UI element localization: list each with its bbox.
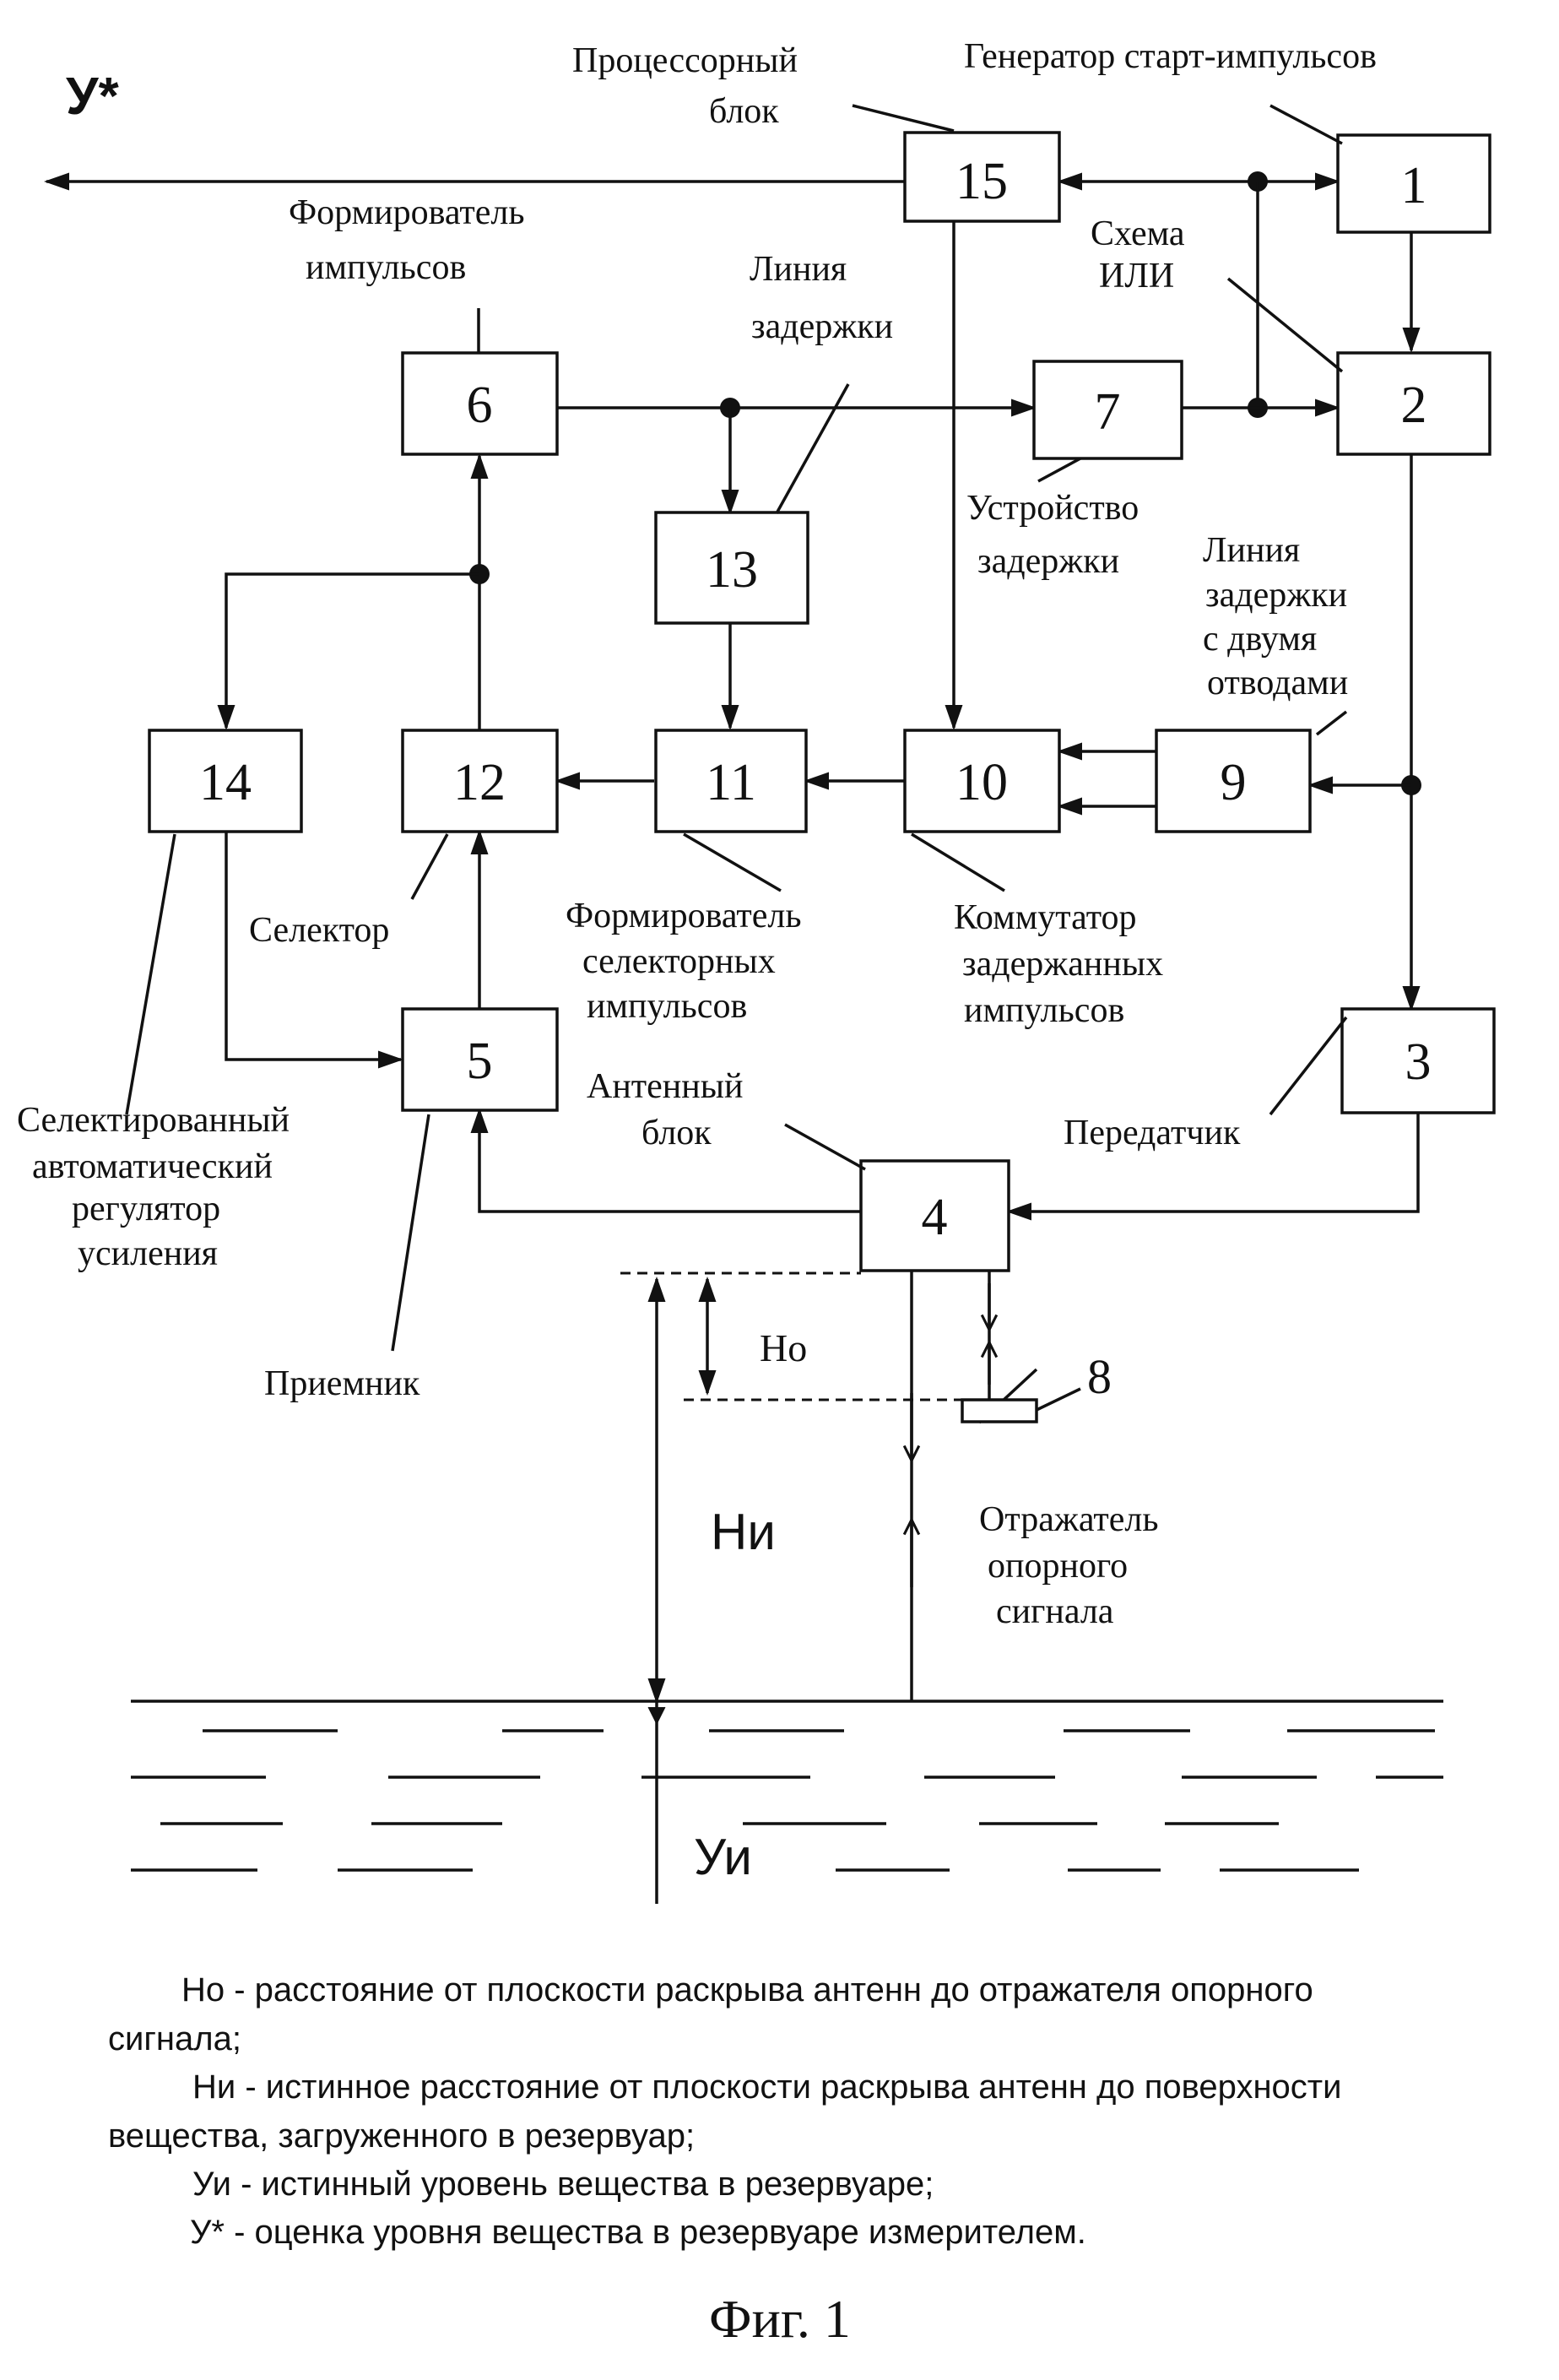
label-or-gate: ИЛИ	[1099, 257, 1174, 295]
label-h0: Hо	[760, 1326, 807, 1369]
liquid-hatching	[131, 1731, 1443, 1870]
label-selector-pulse-shaper: импульсов	[587, 987, 747, 1026]
label-pulse-shaper: импульсов	[306, 248, 466, 287]
wire-12-14	[226, 574, 479, 728]
svg-text:5: 5	[467, 1033, 493, 1090]
label-reflector: сигнала	[996, 1592, 1114, 1631]
figure-caption: Фиг. 1	[709, 2288, 851, 2350]
block-9: 9	[1156, 730, 1310, 832]
label-receiver: Приемник	[264, 1364, 420, 1403]
block-10: 10	[905, 730, 1059, 832]
label-selector-pulse-shaper: Формирователь	[566, 897, 802, 935]
svg-text:13: 13	[706, 541, 758, 599]
block-2: 2	[1338, 353, 1490, 454]
label-commutator: задержанных	[962, 945, 1163, 984]
label-transmitter: Передатчик	[1064, 1114, 1241, 1152]
legend-line: Уи - истинный уровень вещества в резерву…	[192, 2166, 934, 2204]
svg-text:11: 11	[706, 754, 756, 811]
label-agc: Селектированный	[17, 1101, 290, 1140]
svg-text:3: 3	[1405, 1033, 1432, 1091]
label-or-gate: Схема	[1091, 214, 1185, 253]
svg-text:10: 10	[955, 754, 1008, 811]
label-hi: Hи	[711, 1504, 776, 1560]
block-15: 15	[905, 133, 1059, 221]
svg-text:1: 1	[1401, 157, 1427, 214]
label-reflector-number: 8	[1087, 1349, 1112, 1404]
block-6: 6	[403, 353, 557, 454]
label-tapped-delay-line: отводами	[1207, 664, 1348, 702]
block-7: 7	[1034, 361, 1182, 458]
label-commutator: Коммутатор	[954, 898, 1137, 937]
label-delay-line: задержки	[751, 307, 893, 346]
block-14: 14	[149, 730, 301, 832]
label-agc: регулятор	[72, 1190, 220, 1228]
label-selector: Селектор	[249, 911, 389, 950]
svg-text:6: 6	[467, 377, 493, 434]
block-4: 4	[861, 1161, 1009, 1271]
label-delay-line: Линия	[750, 250, 847, 289]
svg-text:4: 4	[922, 1189, 948, 1246]
block-5: 5	[403, 1009, 557, 1110]
label-selector-pulse-shaper: селекторных	[582, 942, 776, 981]
block-12: 12	[403, 730, 557, 832]
label-tapped-delay-line: задержки	[1205, 576, 1347, 615]
svg-text:12: 12	[453, 754, 506, 811]
label-reflector: Отражатель	[979, 1500, 1159, 1539]
block-13: 13	[656, 512, 808, 623]
label-ui: Уи	[694, 1829, 752, 1885]
label-tapped-delay-line: Линия	[1203, 531, 1300, 570]
block-11: 11	[656, 730, 806, 832]
label-antenna: Антенный	[587, 1067, 743, 1106]
label-commutator: импульсов	[964, 991, 1124, 1030]
block-3: 3	[1342, 1009, 1494, 1113]
label-agc: автоматический	[32, 1147, 273, 1186]
svg-text:2: 2	[1401, 377, 1427, 434]
reflector-plate	[962, 1400, 1037, 1422]
label-processor: блок	[709, 92, 779, 131]
label-antenna: блок	[641, 1114, 712, 1152]
legend-line: Ни - истинное расстояние от плоскости ра…	[192, 2068, 1341, 2106]
svg-text:14: 14	[199, 754, 252, 811]
legend-line: вещества, загруженного в резервуар;	[108, 2117, 695, 2155]
block-1: 1	[1338, 135, 1490, 232]
label-tapped-delay-line: с двумя	[1203, 620, 1317, 659]
label-reflector: опорного	[988, 1547, 1128, 1586]
svg-text:15: 15	[955, 153, 1008, 210]
svg-text:9: 9	[1221, 754, 1247, 811]
label-pulse-shaper: Формирователь	[289, 193, 525, 232]
legend-line: У* - оценка уровня вещества в резервуаре…	[190, 2214, 1086, 2252]
label-delay-device: Устройство	[966, 489, 1139, 528]
label-delay-device: задержки	[977, 542, 1119, 581]
label-agc: усиления	[78, 1234, 218, 1273]
output-label: У*	[66, 68, 120, 126]
svg-text:7: 7	[1095, 383, 1121, 441]
legend-line: Но - расстояние от плоскости раскрыва ан…	[181, 1971, 1313, 2009]
label-processor: Процессорный	[572, 41, 798, 80]
label-start-generator: Генератор старт-импульсов	[964, 37, 1377, 76]
legend-line: сигнала;	[108, 2020, 241, 2058]
